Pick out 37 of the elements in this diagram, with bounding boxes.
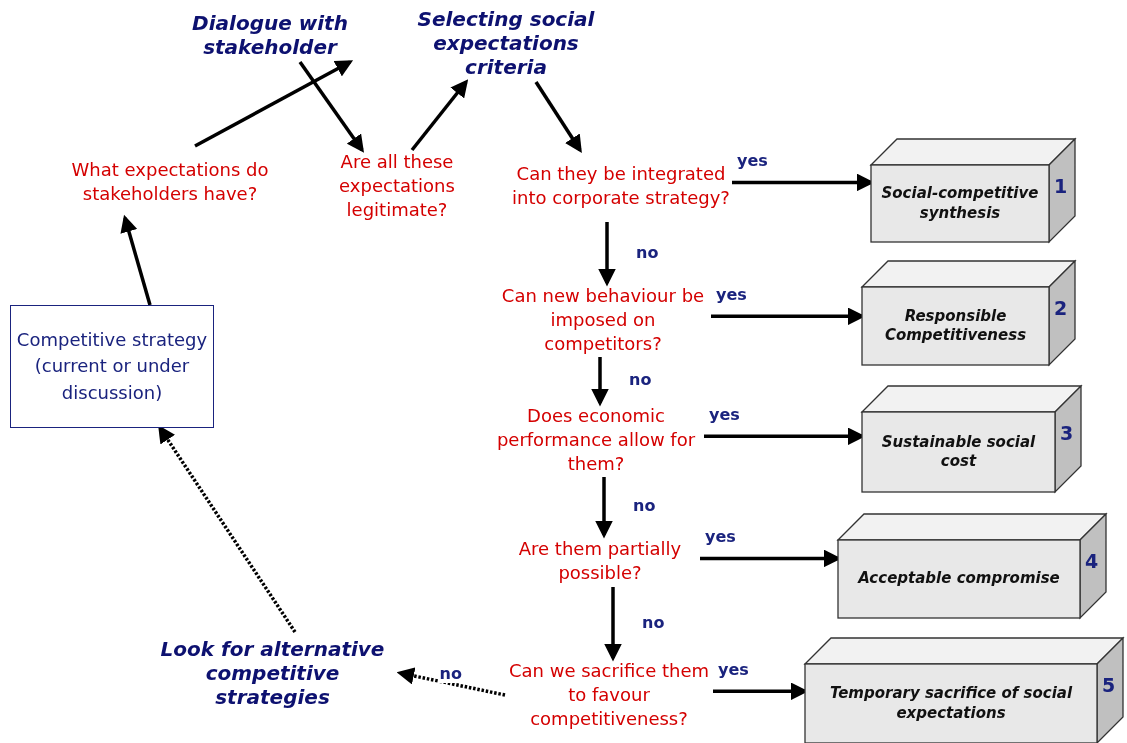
outcome-block xyxy=(862,261,1075,365)
callout-number: 1 xyxy=(1054,177,1068,196)
arrow xyxy=(534,81,582,153)
outcome-block xyxy=(862,386,1081,492)
question-text: Are all these expectations legitimate? xyxy=(322,150,472,222)
outcome-text: Temporary sacrifice of social expectations xyxy=(828,683,1074,724)
callout-number: 5 xyxy=(1102,676,1116,695)
outcome-text: Sustainable social cost xyxy=(880,431,1037,472)
arrow xyxy=(410,79,469,152)
arrow xyxy=(194,60,354,148)
step-heading: Dialogue with stakeholder xyxy=(170,8,370,62)
callout-number: 4 xyxy=(1085,552,1099,571)
question-text: Can they be integrated into corporate strategy? xyxy=(510,150,732,222)
callout-number: 2 xyxy=(1054,299,1068,318)
question-text: Are them partially possible? xyxy=(500,535,700,587)
box-text: Competitive strategy (current or under discussion) xyxy=(15,328,209,405)
callout-number: 3 xyxy=(1060,424,1074,443)
outcome-text: Social-competitive synthesis xyxy=(880,183,1040,224)
arrow xyxy=(598,222,616,287)
outcome-block xyxy=(805,638,1123,743)
outcome-block xyxy=(871,139,1075,242)
outcome-text: Responsible Competitiveness xyxy=(883,305,1028,346)
strategy-box xyxy=(10,305,214,428)
question-text: Does economic performance allow for them? xyxy=(488,403,704,477)
arrow xyxy=(396,667,506,697)
arrow xyxy=(604,587,622,662)
question-text: What expectations do stakeholders have? xyxy=(65,146,275,218)
arrow xyxy=(595,477,613,539)
question-text: Can new behaviour be imposed on competitors? xyxy=(495,283,711,357)
arrow xyxy=(298,61,364,153)
outcome-text: Acceptable compromise xyxy=(856,568,1061,590)
question-text: Can we sacrifice them to favour competitiveness? xyxy=(505,658,713,732)
outcome-block xyxy=(838,514,1106,618)
step-heading: Selecting social expectations criteria xyxy=(396,4,616,82)
arrow xyxy=(591,357,609,407)
step-heading: Look for alternative competitive strategies xyxy=(145,632,400,714)
arrow xyxy=(120,214,152,306)
